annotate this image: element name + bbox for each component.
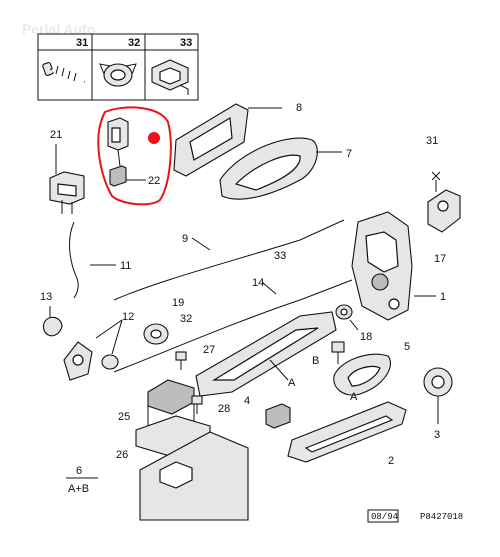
callout-14: 14 [252, 277, 264, 289]
door-panel-6 [139, 431, 249, 521]
part-13 [42, 306, 63, 337]
part-18 [335, 304, 359, 331]
outer-handle-2 [287, 401, 407, 463]
footer-stamp: 08/94 P8427018 [367, 509, 463, 523]
part-27 [175, 351, 187, 370]
part-17 [427, 171, 461, 233]
legend-6-combo: 6 A+B [66, 465, 98, 495]
part-28 [191, 395, 203, 414]
callout-32: 32 [180, 313, 192, 325]
part-12 [63, 319, 123, 381]
highlight-dot [148, 132, 160, 144]
part-21 [49, 144, 85, 214]
callout-13: 13 [40, 291, 52, 303]
hw-number-32: 32 [128, 37, 140, 49]
hw-number-31: 31 [76, 37, 88, 49]
part-7 [219, 137, 342, 200]
rod-9 [113, 219, 345, 301]
footer-ref: P8427018 [420, 512, 463, 522]
callout-letter-b: B [312, 355, 319, 367]
callout-33: 33 [274, 250, 286, 262]
callout-18: 18 [360, 331, 372, 343]
callout-5: 5 [404, 341, 410, 353]
callout-11: 11 [120, 260, 131, 272]
highlight-outline [97, 106, 172, 206]
callout-22: 22 [148, 175, 160, 187]
callout-letter-a1: A [288, 377, 296, 389]
callout-letter-a2: A [350, 391, 358, 403]
callout-25: 25 [118, 411, 130, 423]
callout-21: 21 [50, 129, 62, 141]
part-8 [173, 103, 282, 177]
inner-handle-frame [195, 311, 337, 397]
part-1-lock [351, 211, 436, 321]
clip-icon [99, 63, 137, 87]
callout-2: 2 [388, 455, 394, 467]
watermark-text: Perlai Auto [22, 21, 95, 37]
callout-28: 28 [218, 403, 230, 415]
callout-3: 3 [434, 429, 440, 441]
rod-14 [113, 279, 353, 373]
hardware-parts-box: 31 32 33 [37, 33, 199, 101]
part-19 [143, 323, 169, 345]
callout-26: 26 [116, 449, 128, 461]
callout-17: 17 [434, 253, 446, 265]
hw-number-33: 33 [180, 37, 192, 49]
bolt-icon [42, 62, 86, 84]
footer-date: 08/94 [371, 512, 398, 522]
callout-8: 8 [296, 102, 302, 114]
callout-6: 6 [76, 465, 82, 477]
callout-9: 9 [182, 233, 188, 245]
callout-combo: A+B [68, 483, 89, 495]
callout-12: 12 [122, 311, 134, 323]
callout-19: 19 [172, 297, 184, 309]
part-3 [423, 367, 453, 424]
part-22 [107, 117, 146, 187]
part-4 [265, 403, 291, 429]
bracket-clip-icon [151, 59, 189, 95]
callout-27: 27 [203, 344, 215, 356]
part-b-screw [331, 341, 345, 364]
callout-1: 1 [440, 291, 446, 303]
callout-31: 31 [426, 135, 438, 147]
rod-11 [69, 221, 116, 299]
part-5 [333, 353, 391, 396]
callout-7: 7 [346, 148, 352, 160]
callout-4: 4 [244, 395, 250, 407]
